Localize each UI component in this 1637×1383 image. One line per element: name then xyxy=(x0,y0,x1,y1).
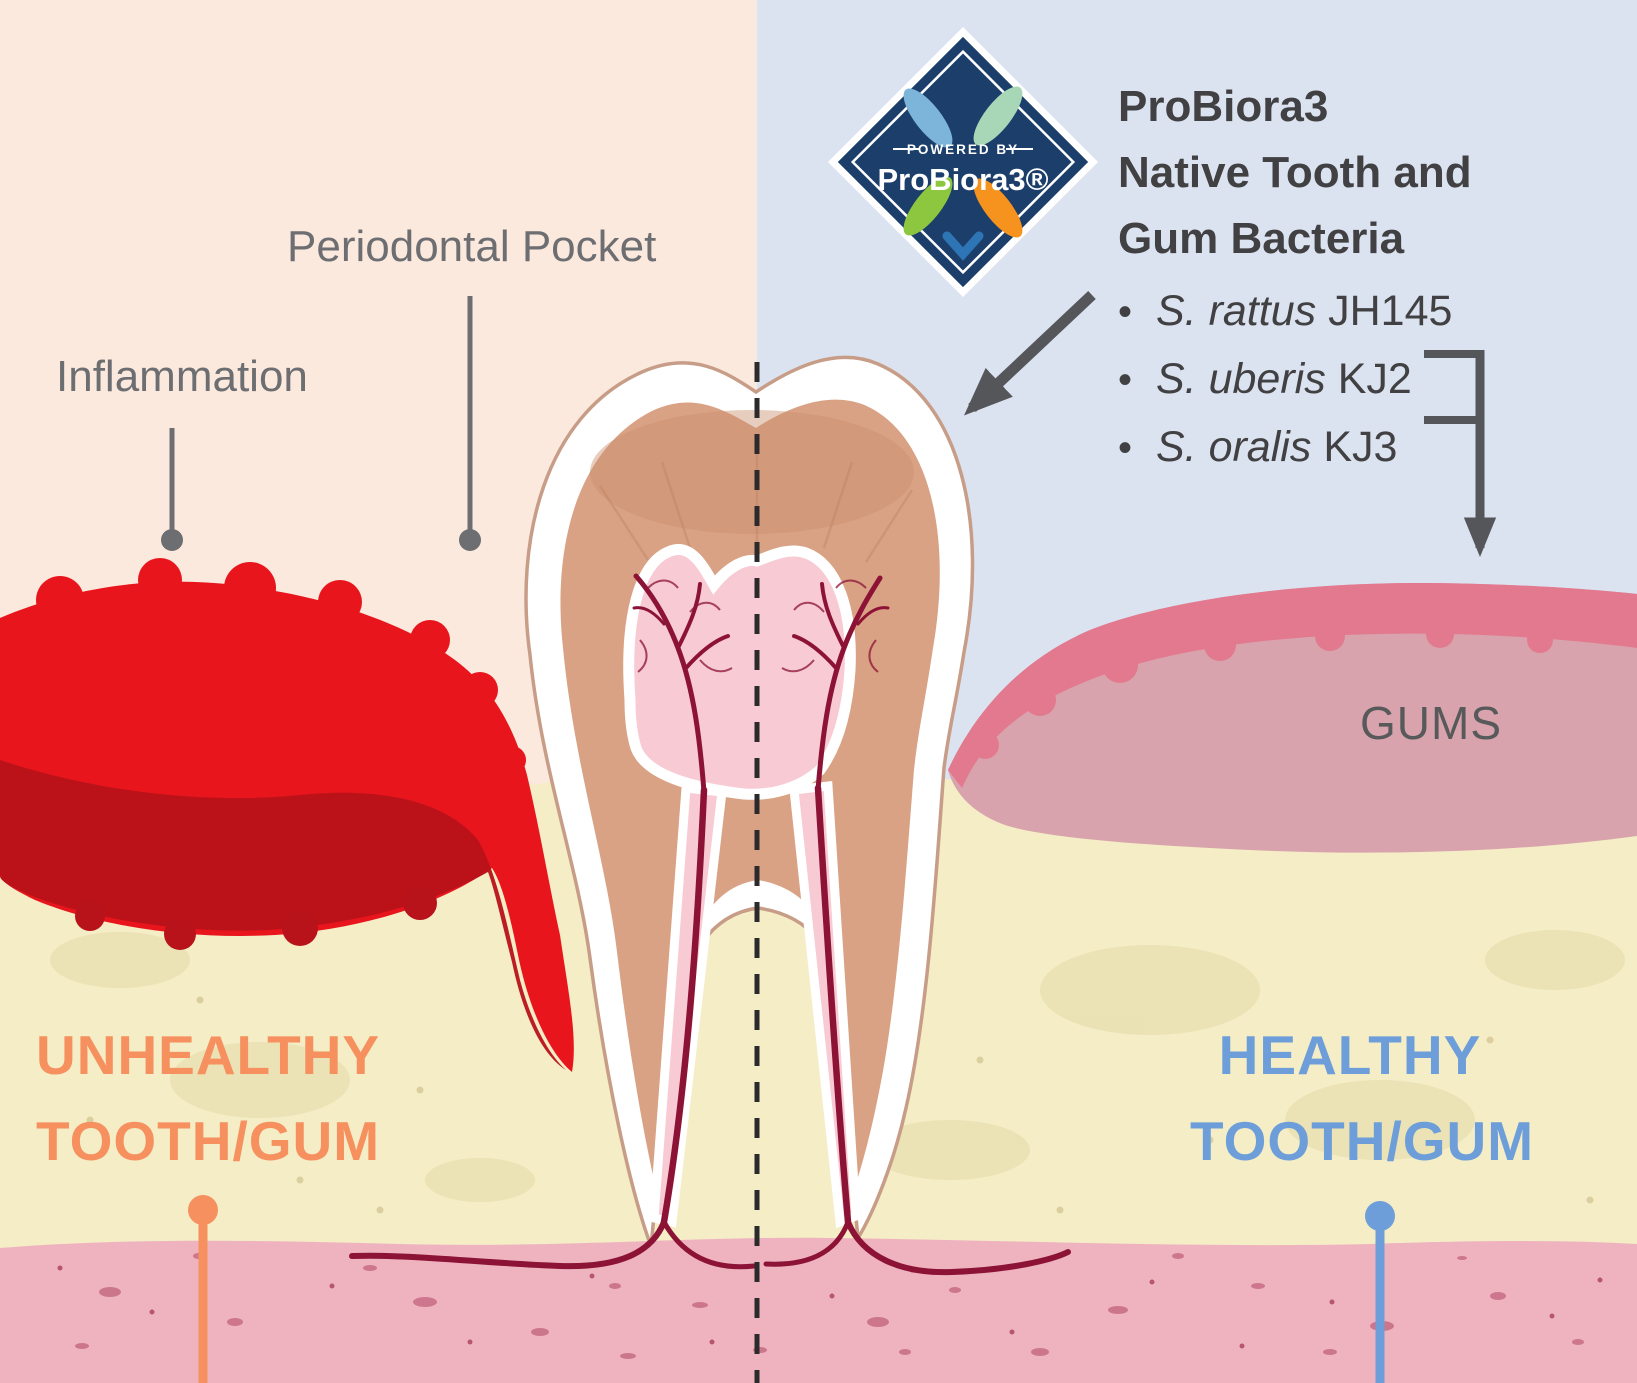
healthy-tooth-gum-label: HEALTHY TOOTH/GUM xyxy=(1190,1012,1535,1184)
periodontal-pocket-label: Periodontal Pocket xyxy=(287,222,657,271)
tooth-cross-section xyxy=(524,355,975,1247)
bullet-icon: • xyxy=(1118,290,1133,334)
strain-name: KJ3 xyxy=(1323,423,1398,471)
healthy-gum-tissue xyxy=(948,582,1637,853)
bone-shape xyxy=(0,772,1637,1383)
inflammation-leader-dot xyxy=(161,529,183,551)
inflammation-tissue xyxy=(0,558,574,1072)
periodontal-pocket-leader-dot xyxy=(459,529,481,551)
probiora-arrow xyxy=(963,290,1096,416)
probiora-logo: POWERED BY ProBiora3® xyxy=(827,26,1099,298)
bullet-icon: • xyxy=(1118,426,1133,470)
healthy-line2: TOOTH/GUM xyxy=(1190,1110,1535,1172)
jaw-bone xyxy=(0,772,1637,1383)
pulp-chamber xyxy=(623,544,856,800)
species-name: S. rattus xyxy=(1156,287,1317,335)
logo-brand-text: ProBiora3® xyxy=(878,162,1049,197)
unhealthy-line2: TOOTH/GUM xyxy=(36,1110,381,1172)
gum-ridge-bumps xyxy=(971,620,1553,759)
strain-bracket xyxy=(1424,350,1497,557)
probiora-text-block: ProBiora3 Native Tooth and Gum Bacteria … xyxy=(1118,74,1472,482)
strain-name: JH145 xyxy=(1328,287,1453,335)
dentin-striations xyxy=(598,452,914,563)
bone-texture-patches xyxy=(50,930,1625,1202)
bullet-icon: • xyxy=(1118,358,1133,402)
dentin-shading xyxy=(590,410,914,534)
gum-ridge xyxy=(948,582,1637,788)
pulp-capillaries xyxy=(637,579,879,673)
probiora-heading-line2: Native Tooth and xyxy=(1118,148,1472,197)
logo-powered-by-text: POWERED BY xyxy=(907,142,1019,157)
probiora-heading-line3: Gum Bacteria xyxy=(1118,214,1405,263)
bone-texture-dots xyxy=(86,996,1594,1214)
pulp-blood-vessels xyxy=(632,573,890,1226)
unhealthy-line1: UNHEALTHY xyxy=(36,1024,381,1086)
logo-petals xyxy=(903,86,1023,261)
petal-seafoam xyxy=(973,86,1023,146)
logo-diamond xyxy=(827,26,1099,298)
unhealthy-tooth-gum-label: UNHEALTHY TOOTH/GUM xyxy=(36,1012,381,1184)
strain-name: KJ2 xyxy=(1337,355,1412,403)
species-name: S. oralis xyxy=(1156,423,1312,471)
inflammation-bumps xyxy=(36,558,526,774)
species-name: S. uberis xyxy=(1156,355,1326,403)
gums-label: GUMS xyxy=(1360,697,1502,749)
gumline-band xyxy=(0,1237,1637,1383)
petal-teal-chevron xyxy=(942,231,984,261)
inflammation-label: Inflammation xyxy=(56,352,308,401)
annotation-lines xyxy=(161,290,1497,1383)
petal-green xyxy=(903,176,953,236)
petal-orange xyxy=(973,178,1023,238)
healthy-line1: HEALTHY xyxy=(1218,1024,1482,1086)
petal-blue xyxy=(903,88,953,148)
inflammation-dark-bumps xyxy=(75,886,437,950)
inflammation-shadow xyxy=(0,760,566,1070)
band-shape xyxy=(0,1237,1637,1383)
probiora-heading-line1: ProBiora3 xyxy=(1118,82,1329,131)
root-apex-vessels xyxy=(349,1219,1071,1276)
